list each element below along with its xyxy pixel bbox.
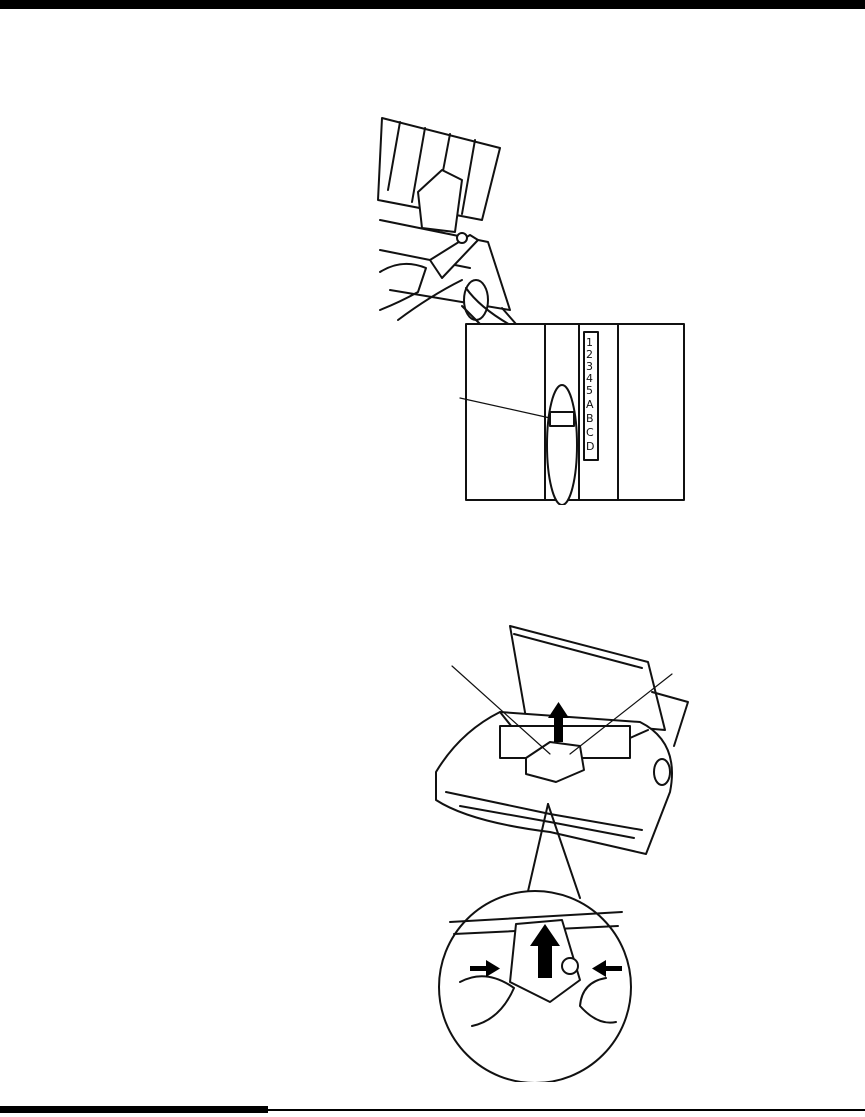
scale-mark: C	[586, 426, 594, 439]
footer-rule-thin	[268, 1109, 865, 1111]
print-head-drawing	[430, 622, 720, 1082]
scale-mark: D	[586, 440, 594, 453]
figure-paper-lever: 1 2 3 4 5 A B C D	[370, 110, 700, 505]
scale-mark: A	[586, 398, 594, 411]
header-rule	[0, 0, 865, 9]
scale-mark: 5	[586, 384, 593, 397]
paper-lever-drawing: 1 2 3 4 5 A B C D	[370, 110, 700, 505]
figure-print-head-removal	[430, 622, 720, 1082]
footer-rule-thick	[0, 1106, 268, 1113]
scale-mark: B	[586, 412, 594, 425]
